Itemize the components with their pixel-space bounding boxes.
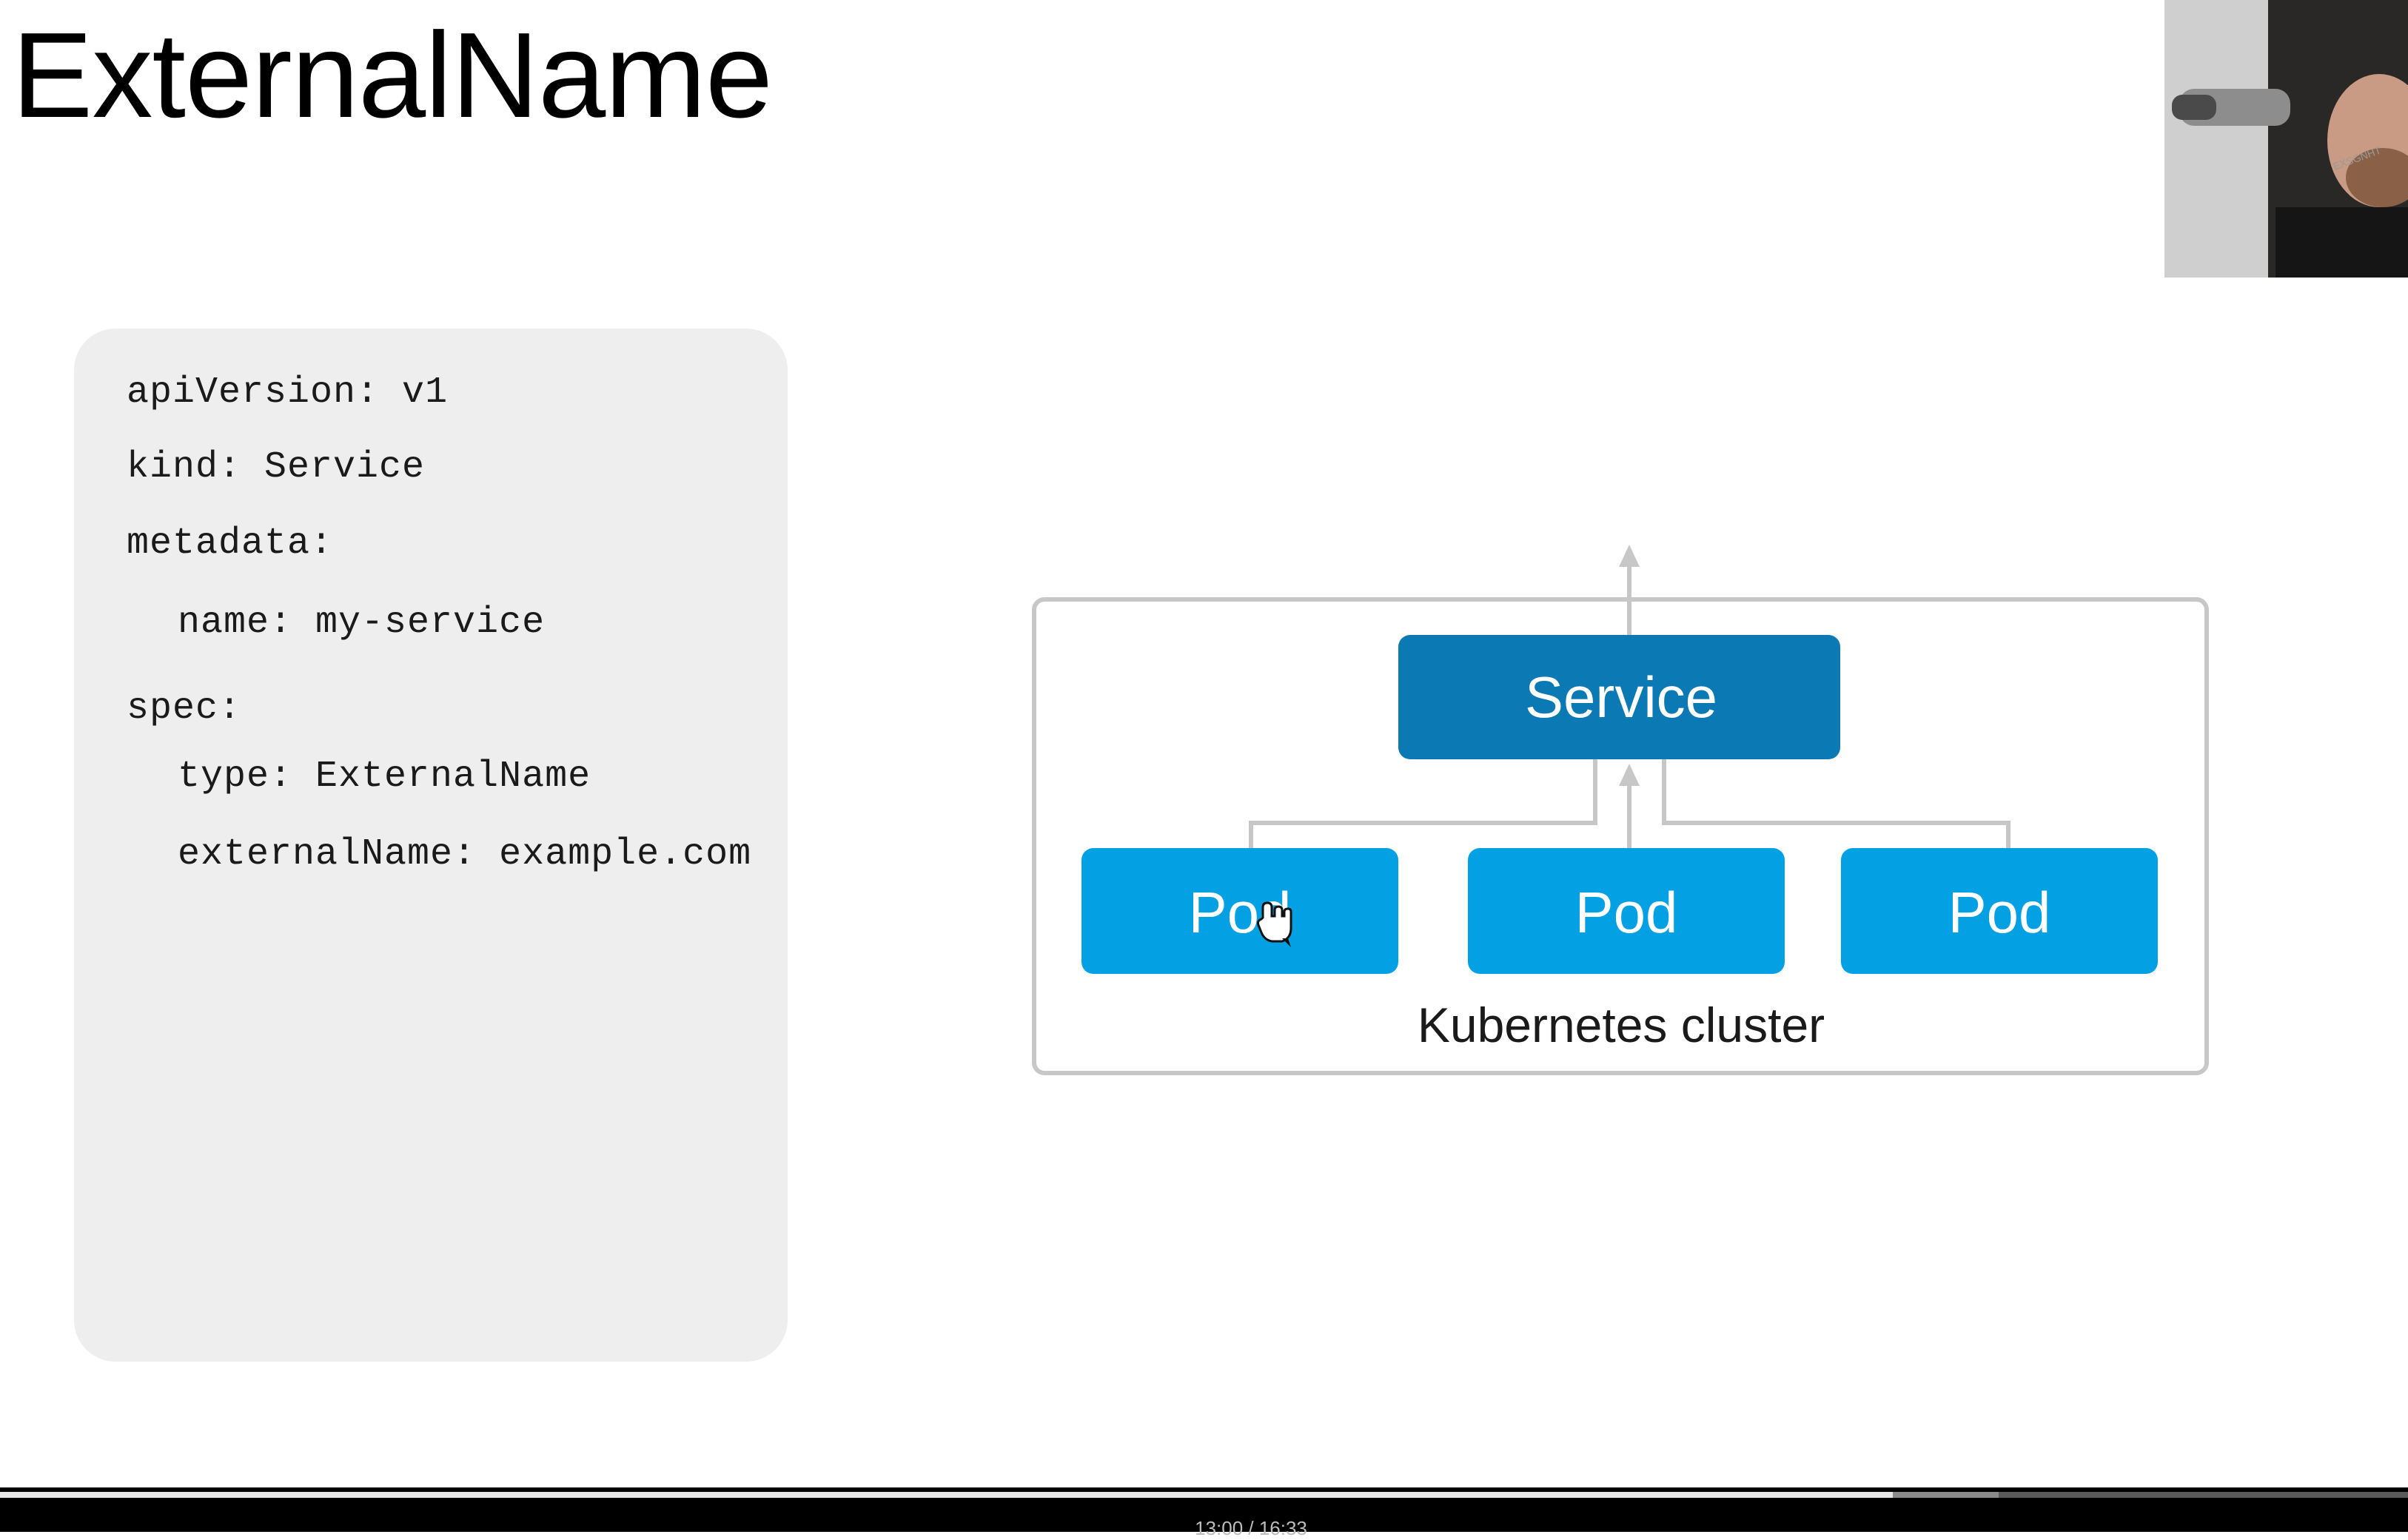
service-label: Service xyxy=(1525,665,1717,730)
pod-label: Pod xyxy=(1948,880,2051,945)
pod-box-1 xyxy=(1081,848,1398,974)
arrow-up-icon xyxy=(1619,764,1640,786)
arrow-up-icon xyxy=(1619,545,1640,567)
progress-played xyxy=(0,1492,1893,1498)
code-line: spec: xyxy=(127,687,242,730)
code-line: metadata: xyxy=(127,522,334,565)
pod-box-2 xyxy=(1468,848,1785,974)
pod-3-connector xyxy=(1662,755,2010,850)
code-line: type: ExternalName xyxy=(178,756,591,798)
code-line: kind: Service xyxy=(127,446,426,488)
pod-box-3 xyxy=(1841,848,2158,974)
pod-1-connector xyxy=(1249,755,1597,850)
yaml-code-panel: apiVersion: v1 kind: Service metadata: n… xyxy=(74,329,788,1362)
time-readout: 13:00 / 16:33 xyxy=(1195,1517,1307,1539)
slide-title: ExternalName xyxy=(12,7,773,143)
hand-cursor-icon xyxy=(1257,901,1292,947)
code-line: apiVersion: v1 xyxy=(127,371,449,414)
presenter-webcam-thumbnail: EXSGNHT xyxy=(2164,0,2408,278)
progress-buffer xyxy=(1893,1492,1999,1498)
service-box xyxy=(1398,635,1840,759)
pod-label: Pod xyxy=(1575,880,1678,945)
video-progress-bar[interactable] xyxy=(0,1492,2408,1498)
code-line: name: my-service xyxy=(178,602,546,644)
cluster-label: Kubernetes cluster xyxy=(1418,998,1825,1052)
code-line: externalName: example.com xyxy=(178,833,752,875)
